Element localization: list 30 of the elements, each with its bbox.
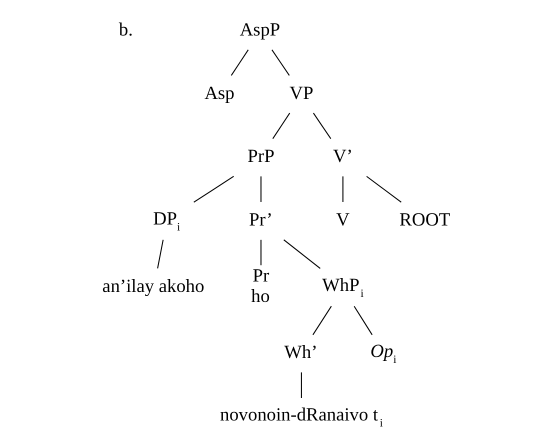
connector (283, 239, 321, 269)
node-text: Op$_{i}$ (370, 341, 396, 366)
connector (366, 176, 402, 203)
node-text: an’ilay akoho (102, 276, 204, 297)
connector (312, 306, 332, 336)
connector (272, 112, 290, 139)
connector (342, 176, 344, 202)
node-text: ROOT (399, 209, 450, 230)
connector (354, 306, 373, 336)
connector (260, 176, 262, 202)
node-text: VP (290, 82, 314, 104)
node-text: Pr’ (249, 209, 273, 230)
node-text: Pr ho (251, 265, 270, 308)
node-text: PrP (247, 146, 274, 168)
node-text: Wh’ (284, 342, 318, 364)
connector (272, 50, 290, 76)
connector (230, 50, 249, 76)
connector (260, 240, 262, 266)
node-text: Asp (204, 82, 235, 104)
node-text: WhP$_{i}$ (322, 274, 364, 300)
connector (313, 112, 332, 139)
node-text: AspP (240, 20, 280, 41)
connector (157, 240, 164, 268)
connector (300, 372, 302, 398)
node-text: V’ (333, 146, 353, 168)
node-text: V (336, 209, 350, 230)
label: b. (118, 20, 133, 41)
node-text: DP$_{i}$ (153, 208, 180, 234)
node-text: novonoin-dRanaivo t$_{i}$ (220, 404, 383, 430)
connector (194, 176, 234, 203)
